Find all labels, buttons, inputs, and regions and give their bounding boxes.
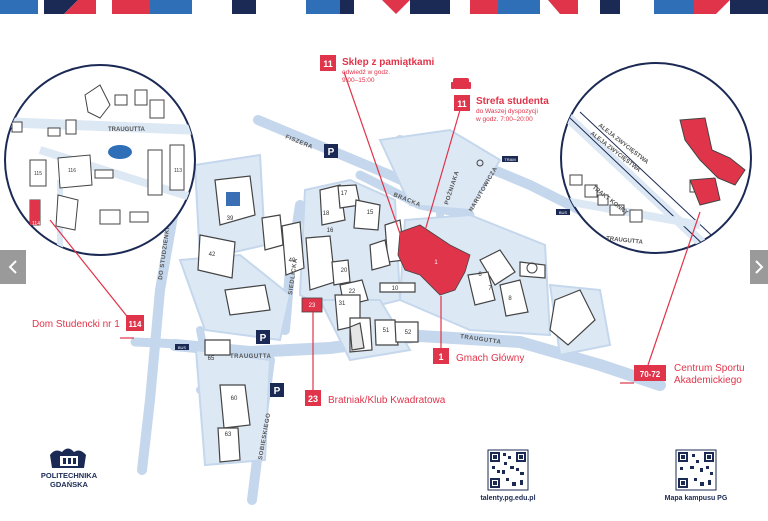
qr-code-icon bbox=[675, 449, 717, 491]
prev-slide-button[interactable] bbox=[0, 250, 26, 284]
logo-line2: GDAŃSKA bbox=[50, 480, 89, 489]
parking-icon-3: P bbox=[270, 383, 284, 397]
street-traugutta-inset-right: TRAUGUTTA bbox=[606, 236, 644, 246]
buildings bbox=[197, 175, 596, 463]
building-22-label: 22 bbox=[349, 289, 356, 295]
svg-text:BUS: BUS bbox=[559, 210, 568, 215]
building-18-label: 18 bbox=[323, 211, 330, 217]
small-building-icon bbox=[476, 159, 484, 167]
bus-stop-icon-1: BUS bbox=[175, 344, 189, 350]
parking-icon-1: P bbox=[324, 144, 338, 158]
marker-bratniak-title: Bratniak/Klub Kwadratowa bbox=[328, 395, 446, 406]
building-60-label: 60 bbox=[231, 396, 238, 402]
qr-talenty-label: talenty.pg.edu.pl bbox=[480, 495, 535, 502]
building-65-label: 65 bbox=[208, 356, 215, 362]
building-8-label: 8 bbox=[508, 296, 512, 302]
street-traugutta-inset-left: TRAUGUTTA bbox=[108, 127, 146, 133]
church-icon bbox=[526, 262, 538, 274]
highlighted-buildings bbox=[301, 224, 471, 313]
marker-student-line1: do Waszej dyspozycji bbox=[476, 108, 538, 115]
marker-dorm-number: 114 bbox=[129, 320, 142, 329]
building-39-label: 39 bbox=[227, 216, 234, 222]
qr-mapa[interactable]: Mapa kampusu PG bbox=[665, 449, 728, 502]
building-51-label: 51 bbox=[383, 328, 390, 334]
tram-stop-icon: TRAM bbox=[502, 156, 518, 162]
building-6-label: 6 bbox=[478, 272, 482, 278]
transport-icons: P P P BUS BUS TRAM bbox=[175, 144, 570, 397]
svg-text:P: P bbox=[328, 147, 335, 158]
next-slide-button[interactable] bbox=[750, 250, 768, 284]
marker-main-hall-title: Gmach Główny bbox=[456, 353, 524, 364]
street-siedlicka: SIEDLICKA bbox=[288, 258, 299, 295]
building-7-label: 7 bbox=[488, 286, 492, 292]
top-banner bbox=[0, 0, 768, 14]
marker-dorm[interactable]: Dom Studencki nr 1 114 bbox=[32, 315, 144, 331]
svg-text:TRAM: TRAM bbox=[504, 157, 515, 162]
marker-shop-title: Sklep z pamiątkami bbox=[342, 57, 434, 68]
svg-text:P: P bbox=[260, 333, 267, 344]
qr-talenty[interactable]: talenty.pg.edu.pl bbox=[480, 449, 536, 502]
callout-lines bbox=[49, 71, 701, 390]
left-inset-map: 116 115 114 113 TRAUGUTTA bbox=[4, 64, 196, 256]
marker-shop[interactable]: 11 Sklep z pamiątkami odwiedź w godz. 9:… bbox=[320, 55, 434, 84]
chevron-left-icon bbox=[8, 260, 17, 274]
qr-mapa-label: Mapa kampusu PG bbox=[665, 495, 728, 502]
building-23-label: 23 bbox=[309, 303, 316, 309]
building-113-label: 113 bbox=[174, 168, 182, 174]
marker-main-hall-number: 1 bbox=[438, 352, 443, 362]
marker-student-title: Strefa studenta bbox=[476, 96, 549, 107]
building-1-label: 1 bbox=[434, 260, 438, 266]
marker-sport-number: 70-72 bbox=[640, 370, 661, 379]
building-40-label: 40 bbox=[289, 258, 296, 264]
marker-main-hall[interactable]: 1 Gmach Główny bbox=[433, 348, 524, 364]
marker-student-zone[interactable]: 11 Strefa studenta do Waszej dyspozycji … bbox=[451, 78, 549, 123]
building-16-label: 16 bbox=[327, 228, 334, 234]
building-numbers: 39 42 40 17 18 16 15 20 22 31 10 23 51 5… bbox=[208, 191, 513, 438]
marker-shop-line1: odwiedź w godz. bbox=[342, 69, 390, 76]
qr-code-icon bbox=[487, 449, 529, 491]
politechnika-logo: POLITECHNIKA GDAŃSKA bbox=[41, 448, 98, 489]
building-114-label-inset: 114 bbox=[32, 221, 40, 227]
marker-sport-title-2: Akademickiego bbox=[674, 375, 742, 386]
marker-bratniak[interactable]: 23 Bratniak/Klub Kwadratowa bbox=[305, 390, 446, 406]
bus-stop-icon-2: BUS bbox=[556, 209, 570, 215]
building-20-label: 20 bbox=[341, 268, 348, 274]
marker-student-number: 11 bbox=[457, 99, 467, 109]
crest-icon bbox=[50, 448, 86, 468]
building-10-label: 10 bbox=[392, 286, 399, 292]
chevron-right-icon bbox=[755, 260, 764, 274]
svg-text:P: P bbox=[274, 386, 281, 397]
marker-shop-line2: 9:00–15:00 bbox=[342, 77, 375, 84]
building-115-label: 115 bbox=[34, 171, 42, 177]
building-116-label: 116 bbox=[68, 168, 76, 174]
building-17-label: 17 bbox=[341, 191, 348, 197]
right-inset-map: ALEJA ZWYCIĘSTWA ALEJA ZWYCIĘSTWA TRAKT … bbox=[560, 62, 752, 254]
marker-dorm-title: Dom Studencki nr 1 bbox=[32, 319, 120, 330]
logo-line1: POLITECHNIKA bbox=[41, 471, 98, 480]
parking-icon-2: P bbox=[256, 330, 270, 344]
marker-bratniak-number: 23 bbox=[308, 394, 318, 404]
building-52-label: 52 bbox=[405, 330, 412, 336]
marker-student-line2: w godz. 7:00–20:00 bbox=[475, 116, 533, 123]
building-15-label: 15 bbox=[367, 210, 374, 216]
street-traugutta-lower: TRAUGUTTA bbox=[230, 354, 272, 360]
building-63-label: 63 bbox=[225, 432, 232, 438]
sofa-icon bbox=[451, 78, 471, 89]
svg-text:BUS: BUS bbox=[178, 345, 187, 350]
marker-shop-number: 11 bbox=[323, 59, 333, 69]
building-31-label: 31 bbox=[339, 301, 346, 307]
building-42-label: 42 bbox=[209, 252, 216, 258]
marker-sport[interactable]: 70-72 Centrum Sportu Akademickiego bbox=[634, 363, 745, 386]
street-traugutta-main: TRAUGUTTA bbox=[460, 334, 502, 346]
marker-sport-title-1: Centrum Sportu bbox=[674, 363, 745, 374]
